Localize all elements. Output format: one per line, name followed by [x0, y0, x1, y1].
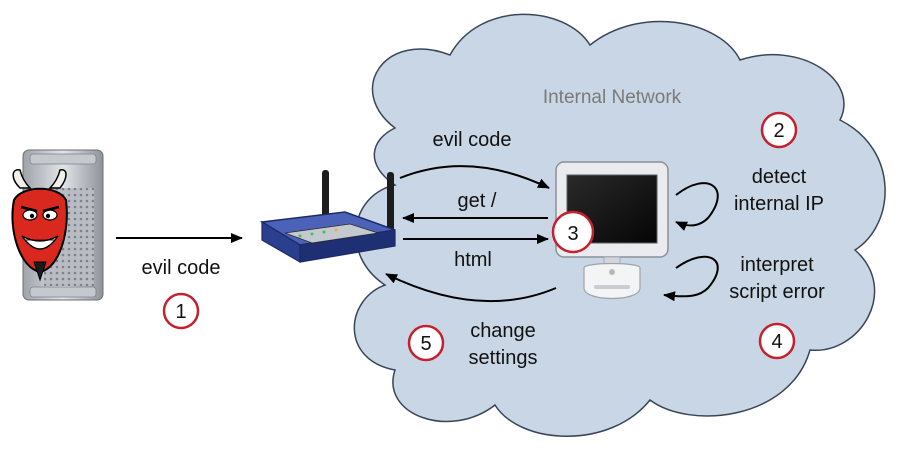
wifi-router-icon [259, 170, 396, 264]
arrow-computer-to-router-change [385, 273, 557, 303]
devil-left-pupil [29, 213, 35, 219]
imac-drive-slot [594, 285, 630, 289]
server-handle-bottom [29, 286, 97, 298]
devil-goatee [33, 261, 47, 282]
apple-logo-icon [609, 269, 615, 275]
label-html: html [454, 249, 492, 271]
step-number-2: 2 [773, 120, 784, 142]
step-number-5: 5 [420, 333, 431, 355]
step-badge-3: 3 [551, 210, 595, 254]
step-number-4: 4 [771, 331, 782, 353]
cloud-title: Internal Network [543, 87, 682, 108]
arrow-self-loop-detect [675, 182, 719, 231]
devil-right-pupil [45, 213, 51, 219]
label-interpret: interpret [740, 254, 814, 276]
label-detect: detect [752, 166, 807, 188]
server-handle-top [29, 153, 97, 165]
label-router-evil-code: evil code [433, 129, 512, 151]
label-internal-ip: internal IP [734, 193, 824, 215]
arrow-self-loop-interpret [663, 255, 719, 302]
router-led-4 [334, 228, 338, 232]
label-settings: settings [469, 347, 538, 369]
devil-server-icon [11, 149, 104, 301]
router-faceplate [284, 223, 379, 244]
label-change: change [470, 320, 536, 342]
devil-left-brow [20, 205, 38, 213]
imac-computer-icon [555, 161, 669, 300]
step-badge-4: 4 [758, 322, 796, 360]
step-badge-2: 2 [760, 111, 798, 149]
step-badge-5: 5 [407, 324, 445, 362]
step-badge-1: 1 [162, 292, 200, 330]
router-led-2 [310, 232, 314, 236]
imac-base [583, 262, 641, 300]
router-right-antenna [387, 172, 394, 232]
step-number-1: 1 [175, 301, 186, 323]
devil-right-horn [48, 169, 67, 189]
label-script-error: script error [729, 281, 825, 303]
arrow-router-to-computer [399, 165, 550, 189]
label-attacker-evil-code: evil code [142, 257, 221, 279]
router-led-3 [322, 230, 326, 234]
devil-left-horn [12, 169, 32, 189]
label-get: get / [458, 190, 497, 212]
devil-right-brow [42, 205, 60, 213]
step-number-3: 3 [567, 223, 578, 245]
router-led-1 [298, 234, 302, 238]
